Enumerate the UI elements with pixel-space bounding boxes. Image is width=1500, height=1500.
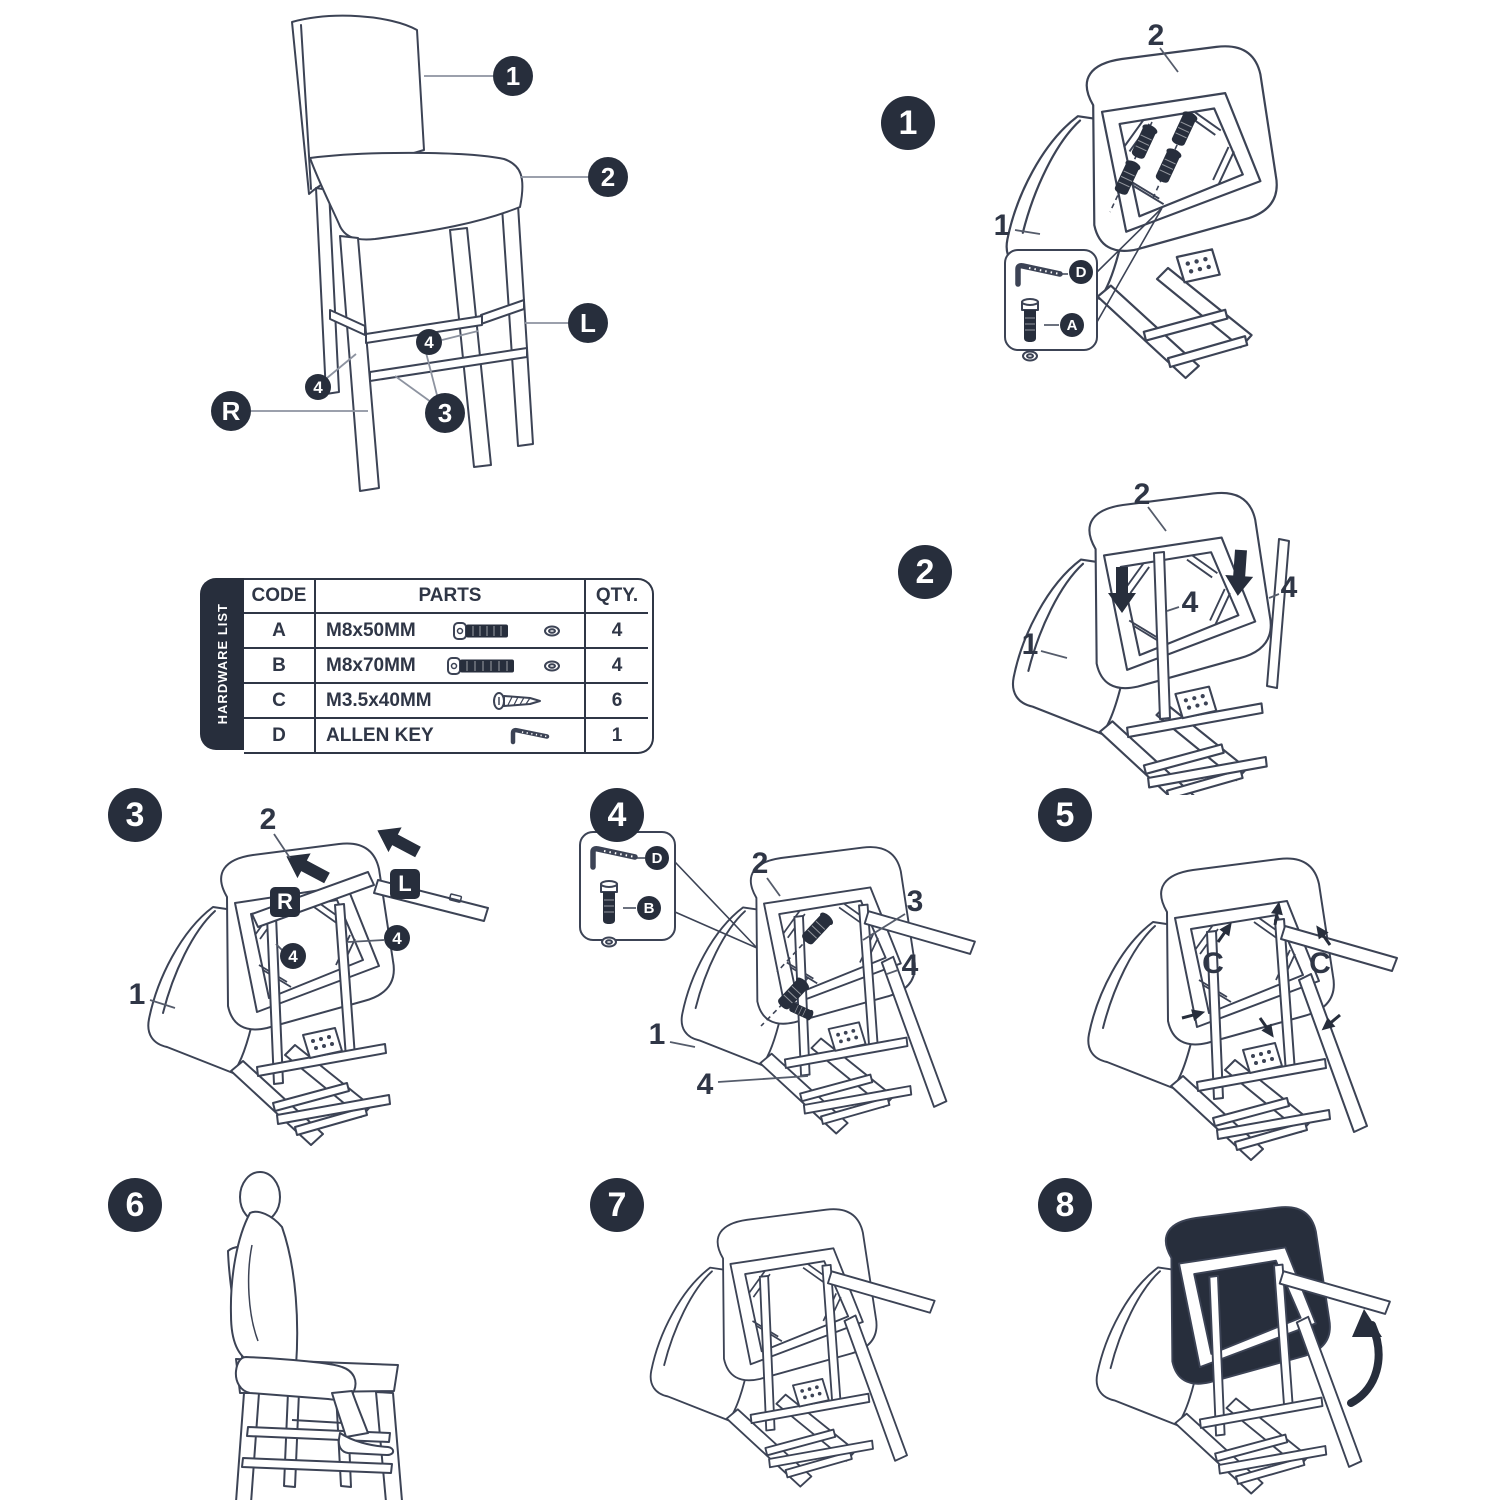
leg-left-badge: L [390,869,420,899]
hw-part-b-label: M8x70MM [326,654,416,676]
step-5: 5 C C [1020,788,1460,1170]
label-leg-a: 4 [1181,586,1199,619]
hardware-list: HARDWARE LIST CODE PARTS QTY. A M8x50MM … [200,578,654,754]
step-2-illustration [1011,491,1290,795]
hw-code-a: A [244,614,316,649]
loose-leg-b [1266,538,1290,689]
hw-part-b: M8x70MM [316,649,586,684]
person-silhouette [229,1171,395,1456]
step-1-number: 1 [881,96,935,150]
hw-code-d: D [244,719,316,752]
callout-seat: 2 [588,157,628,197]
loose-leg-a [1153,551,1171,720]
step-8-number: 8 [1038,1178,1092,1232]
hw-qty-c: 6 [586,684,648,719]
label-screw-a: C [1202,947,1224,980]
hw-part-c: M3.5x40MM [316,684,586,719]
hw-part-d: ALLEN KEY [316,719,586,752]
step-6: 6 [100,1165,520,1500]
popup-tool-badge: D [1069,260,1093,284]
step-4: 4 2 3 4 1 4 D B [565,788,1015,1170]
step-5-illustration [1087,857,1398,1161]
step-6-illustration [227,1171,403,1500]
label-seat: 2 [1133,478,1151,511]
allen-key-icon [464,724,574,748]
callout-right-leg: R [211,391,251,431]
step-6-number: 6 [108,1178,162,1232]
label-backrest: 1 [648,1018,666,1051]
step-1-illustration [1004,45,1278,380]
step-1: 1 2 1 D A [860,20,1440,410]
label-backrest: 1 [128,978,146,1011]
hw-qty-a: 4 [586,614,648,649]
label-seat: 2 [259,803,277,836]
callout-stretchers: 3 [425,393,465,433]
hw-part-a-label: M8x50MM [326,619,416,641]
label-seat: 2 [1147,19,1165,52]
step-7-number: 7 [590,1178,644,1232]
leg-right-badge: R [270,887,300,917]
step-4-illustration [579,831,976,1135]
hw-part-c-label: M3.5x40MM [326,689,432,711]
hw-code-c: C [244,684,316,719]
label-leg-b: 4 [1280,571,1298,604]
callout-stretcher-a: 4 [416,329,442,355]
label-leg-a: 4 [901,949,919,982]
parts-overview: 1 2 L R 3 4 4 [180,10,650,520]
label-backrest: 1 [1021,628,1039,661]
step-8-illustration [1095,1206,1391,1495]
stretcher-b-badge: 4 [384,925,410,951]
step-2: 2 2 4 4 1 [860,455,1440,795]
hardware-table: CODE PARTS QTY. A M8x50MM 4 B M8x70MM 4 … [244,578,654,754]
step-4-number: 4 [590,788,644,842]
col-header-code: CODE [244,580,316,614]
popup-tool-badge: D [645,846,669,870]
label-backrest: 1 [993,209,1011,242]
hw-part-d-label: ALLEN KEY [326,724,434,746]
bolt-washer-icon [453,621,560,640]
insert-arrow [370,818,425,865]
step-2-number: 2 [898,545,952,599]
hw-code-b: B [244,649,316,684]
step-5-number: 5 [1038,788,1092,842]
popup-bolt-badge: A [1060,313,1084,337]
step-3-illustration [147,818,489,1146]
stretcher-a-badge: 4 [280,943,306,969]
hw-qty-b: 4 [586,649,648,684]
label-stretcher: 3 [906,885,924,918]
bolt-washer-icon [447,656,560,675]
label-screw-b: C [1309,947,1331,980]
step-3: 3 2 1 R L 4 4 [100,788,540,1170]
step-8: 8 [1020,1165,1470,1500]
col-header-parts: PARTS [316,580,586,614]
hardware-list-sidebar: HARDWARE LIST [200,578,244,750]
popup-bolt-badge: B [637,896,661,920]
callout-left-leg: L [568,303,608,343]
label-seat: 2 [751,847,769,880]
step-3-number: 3 [108,788,162,842]
label-leg-b: 4 [696,1068,714,1101]
bar-stool-illustration [251,14,588,492]
callout-stretcher-b: 4 [305,374,331,400]
hardware-list-title: HARDWARE LIST [214,603,230,725]
hw-part-a: M8x50MM [316,614,586,649]
hw-qty-d: 1 [611,724,623,746]
col-header-qty: QTY. [586,580,648,614]
step-7: 7 [560,1165,1010,1500]
flip-arrow [1347,1309,1383,1407]
screw-icon [493,691,541,710]
callout-backrest: 1 [493,56,533,96]
